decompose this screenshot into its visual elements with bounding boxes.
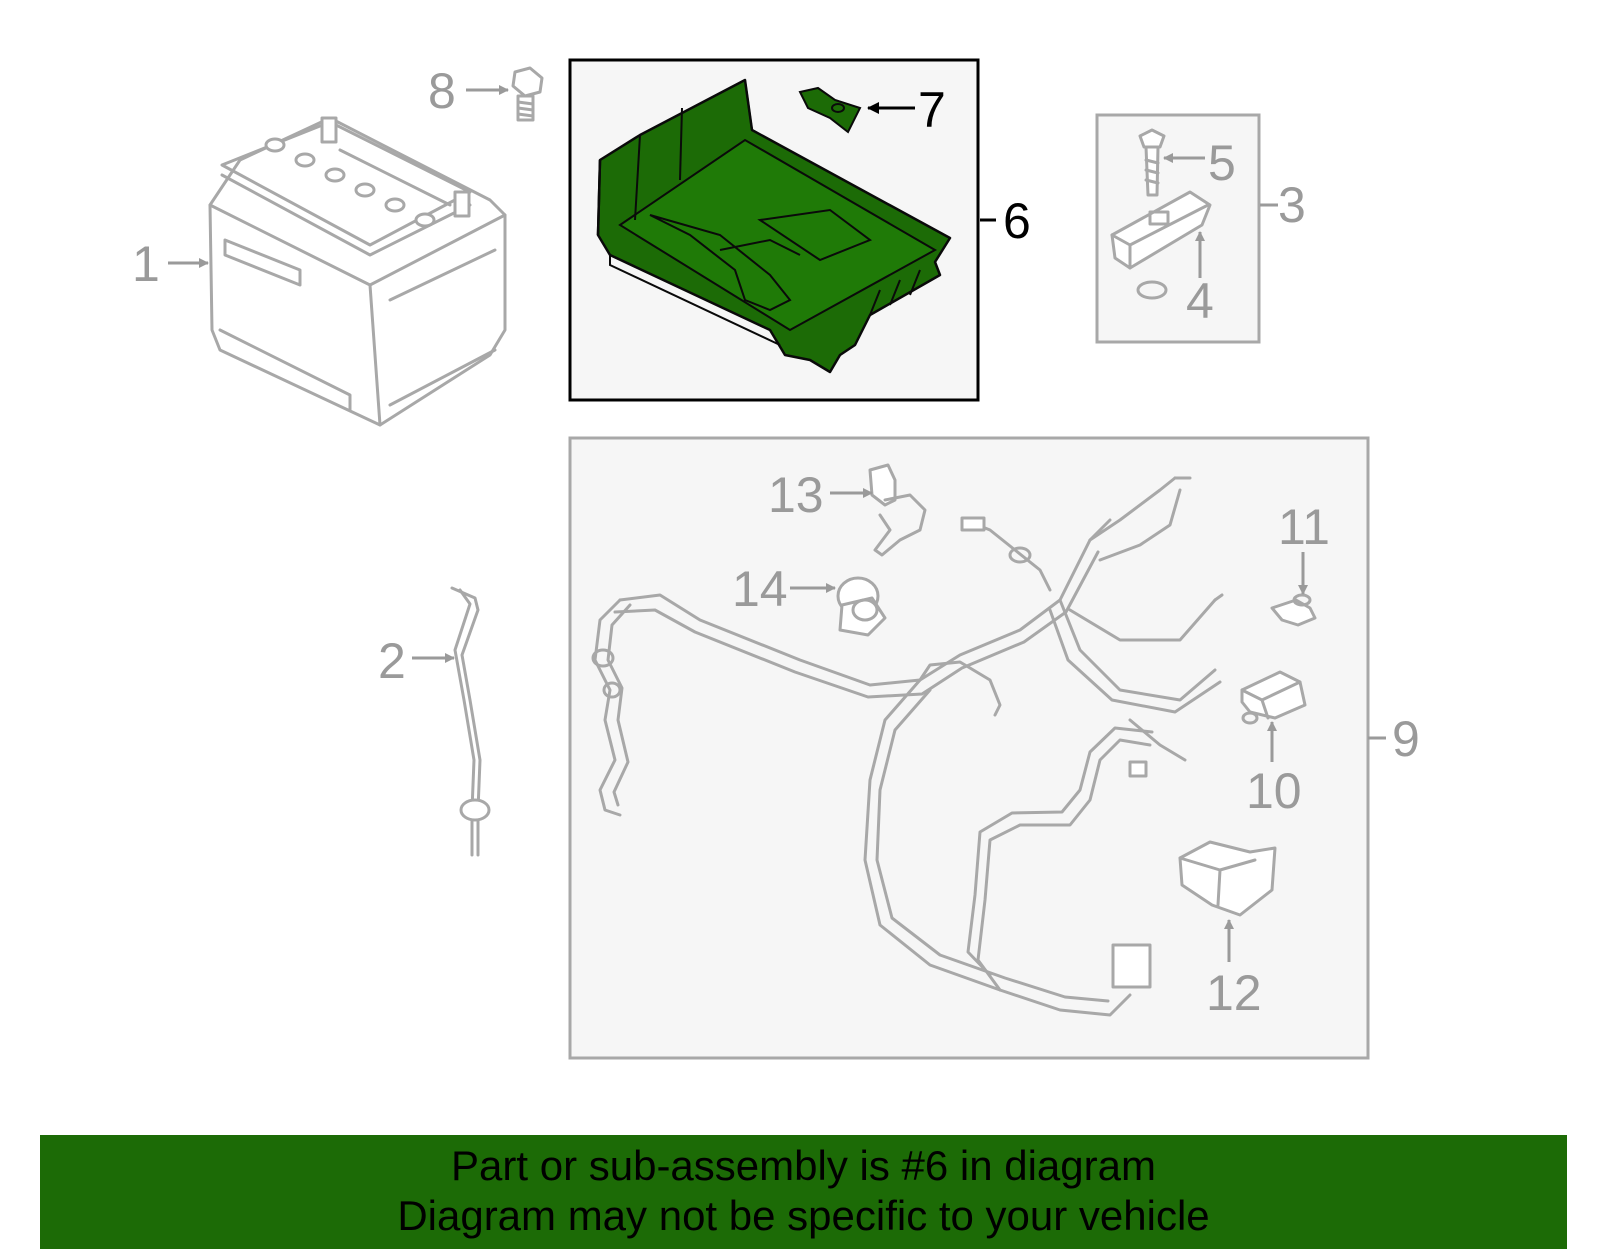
callout-9[interactable]: 9 bbox=[1392, 711, 1420, 767]
callout-13[interactable]: 13 bbox=[768, 467, 824, 523]
battery-tray-part-6[interactable] bbox=[596, 78, 952, 374]
cable-part-2[interactable] bbox=[450, 586, 491, 857]
callout-6[interactable]: 6 bbox=[1003, 193, 1031, 249]
callout-1[interactable]: 1 bbox=[132, 236, 160, 292]
clip-part-7[interactable] bbox=[798, 86, 862, 134]
callout-7[interactable]: 7 bbox=[918, 82, 946, 138]
callout-12[interactable]: 12 bbox=[1206, 965, 1262, 1021]
wiring-harness-part-9[interactable] bbox=[591, 476, 1224, 1017]
callout-2[interactable]: 2 bbox=[378, 633, 406, 689]
bolt-part-5[interactable] bbox=[1138, 128, 1166, 197]
bolt-part-8[interactable] bbox=[511, 66, 544, 122]
parts-diagram: 1 8 7 6 5 4 3 bbox=[132, 58, 1420, 1060]
info-banner: Part or sub-assembly is #6 in diagram Di… bbox=[40, 1135, 1567, 1249]
callout-10[interactable]: 10 bbox=[1246, 763, 1302, 819]
banner-line-1: Part or sub-assembly is #6 in diagram bbox=[451, 1142, 1156, 1189]
battery-part[interactable] bbox=[208, 116, 507, 427]
connector-part-14[interactable] bbox=[836, 576, 887, 637]
cover-part-12[interactable] bbox=[1178, 840, 1277, 917]
clamp-part-4[interactable] bbox=[1110, 190, 1212, 300]
callout-14[interactable]: 14 bbox=[732, 561, 788, 617]
clip-part-11[interactable] bbox=[1270, 593, 1317, 627]
callout-4[interactable]: 4 bbox=[1186, 273, 1214, 329]
callout-8[interactable]: 8 bbox=[428, 63, 456, 119]
callout-3[interactable]: 3 bbox=[1278, 177, 1306, 233]
callout-5[interactable]: 5 bbox=[1208, 135, 1236, 191]
banner-line-2: Diagram may not be specific to your vehi… bbox=[397, 1192, 1210, 1239]
callout-11[interactable]: 11 bbox=[1278, 499, 1330, 555]
bracket-part-10[interactable] bbox=[1240, 670, 1307, 725]
